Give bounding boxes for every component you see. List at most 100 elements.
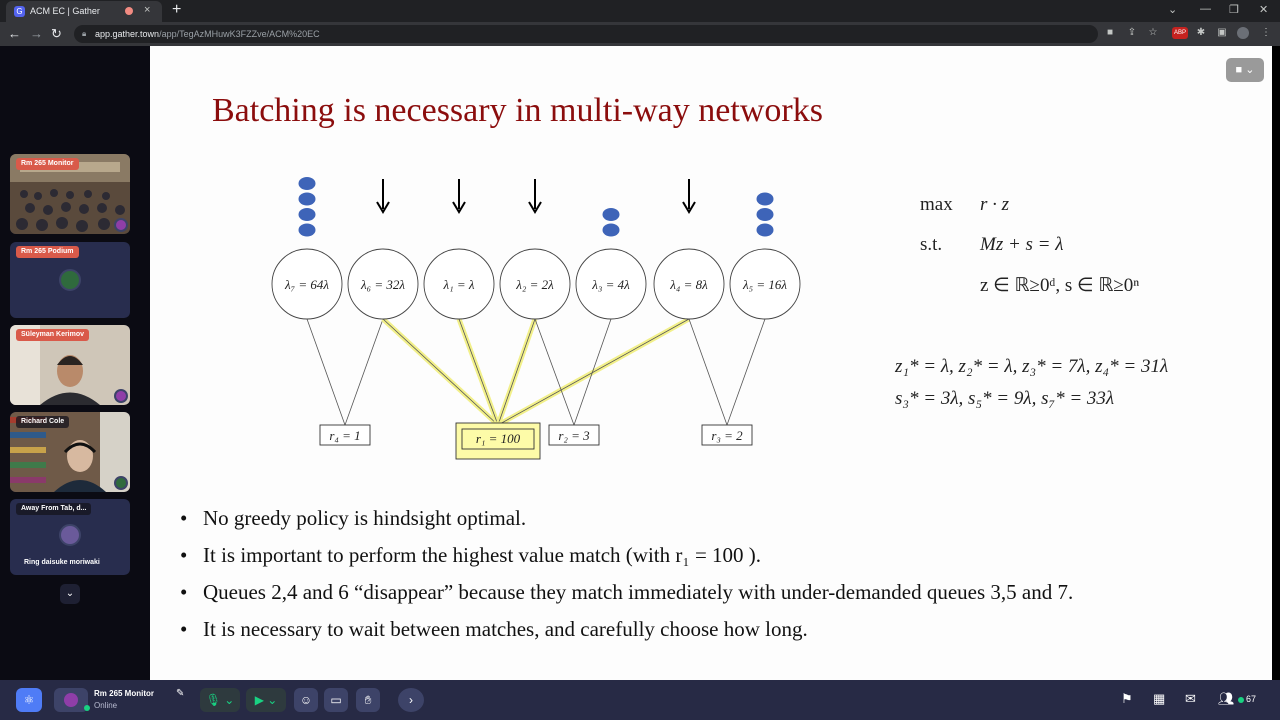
lp-objective: max r · z	[920, 194, 1009, 216]
forward-icon[interactable]: →	[30, 26, 43, 41]
chevron-right-icon[interactable]: ›	[398, 688, 424, 712]
raise-hand-icon[interactable]: ✋︎	[356, 688, 380, 712]
browser-toolbar: ← → ↻ 🔒︎ app.gather.town/app/TegAzMHuwK3…	[0, 22, 1280, 46]
participant-name-badge: Rm 265 Podium	[16, 246, 79, 258]
queue-match-edge	[726, 318, 766, 426]
online-status-dot	[1238, 697, 1244, 703]
match-label: r₄ = 1	[329, 428, 360, 443]
participant-tile-richard-cole[interactable]: Richard Cole	[10, 412, 130, 492]
lp-constraint-expr: Mz + s = λ	[980, 234, 1064, 255]
chevron-down-icon[interactable]: ⌄	[60, 584, 80, 604]
calendar-icon[interactable]: ▦	[1153, 691, 1166, 706]
match-label: r₂ = 3	[558, 428, 590, 443]
participant-count: 67	[1246, 694, 1257, 704]
participant-tile-rm265-monitor[interactable]: Rm 265 Monitor	[10, 154, 130, 234]
back-icon[interactable]: ←	[8, 26, 21, 41]
waiting-agent-dot	[298, 177, 316, 190]
calendar-board-icon[interactable]: ⚑	[1121, 691, 1133, 706]
waiting-agent-dot	[756, 208, 774, 221]
lp-domain: z ∈ ℝ≥0ᵈ, s ∈ ℝ≥0ⁿ	[980, 275, 1140, 296]
queue-node: λ₄ = 8λ	[653, 248, 725, 320]
close-tab-icon[interactable]: ×	[144, 4, 151, 16]
camera-toggle-icon[interactable]: ▶ ⌄	[246, 688, 286, 712]
waiting-agent-dot	[756, 223, 774, 237]
online-status-dot	[84, 705, 90, 711]
current-user-info[interactable]: Rm 265 Monitor Online ✎	[94, 686, 194, 714]
queue-match-edge	[688, 318, 728, 426]
current-user-name: Rm 265 Monitor	[94, 689, 155, 698]
bullet-item: It is necessary to wait between matches,…	[180, 617, 1240, 642]
queue-label: λ₂ = 2λ	[515, 277, 554, 292]
share-icon[interactable]: ⇪	[1127, 27, 1137, 38]
extensions-puzzle-icon[interactable]: ✱	[1196, 27, 1206, 38]
emoji-icon[interactable]: ☺	[294, 688, 318, 712]
avatar	[59, 269, 81, 291]
reload-icon[interactable]: ↻	[51, 26, 62, 41]
avatar	[59, 524, 81, 546]
video-toggle-icon[interactable]: ■ ⌄	[1226, 58, 1264, 82]
ring-participant-link[interactable]: Ring daisuke moriwaki	[24, 559, 100, 566]
tab-search-icon[interactable]: ⌄	[1168, 4, 1178, 16]
microphone-toggle-icon[interactable]: 🎙︎ ⌄	[200, 688, 240, 712]
bullet-item: No greedy policy is hindsight optimal.	[180, 506, 1240, 531]
participants-panel: Rm 265 Monitor Rm 265 Podium Süleyman Ke…	[0, 46, 150, 680]
avatar-icon	[114, 218, 128, 232]
participant-name-badge: Süleyman Kerimov	[16, 329, 90, 341]
queue-node: λ₇ = 64λ	[271, 248, 343, 320]
match-box: r₄ = 1	[319, 424, 371, 446]
bullet-item: It is important to perform the highest v…	[180, 543, 1240, 568]
browser-tab-bar: G ACM EC | Gather × + ⌄ — ❐ ✕	[0, 0, 1280, 22]
queue-match-edge	[534, 318, 575, 426]
bullet-list: No greedy policy is hindsight optimal. I…	[180, 506, 1240, 654]
match-box: r₃ = 2	[701, 424, 753, 446]
address-bar[interactable]: 🔒︎ app.gather.town/app/TegAzMHuwK3FZZve/…	[74, 25, 1098, 43]
participant-tile-rm265-podium[interactable]: Rm 265 Podium	[10, 242, 130, 318]
match-label: r₃ = 2	[711, 428, 743, 443]
queue-match-edge	[497, 318, 690, 426]
window-close-icon[interactable]: ✕	[1259, 4, 1269, 16]
slide-title: Batching is necessary in multi-way netwo…	[212, 92, 823, 129]
queue-node: λ₆ = 32λ	[347, 248, 419, 320]
lp-max-keyword: max	[920, 194, 953, 215]
participant-tile-away[interactable]: Away From Tab, d... Ring daisuke moriwak…	[10, 499, 130, 575]
waiting-agent-dot	[602, 223, 620, 237]
match-box: r₂ = 3	[548, 424, 600, 446]
queue-node: λ₅ = 16λ	[729, 248, 801, 320]
queue-label: λ₅ = 16λ	[742, 277, 787, 292]
queue-match-edge	[382, 318, 499, 426]
lp-objective-expr: r · z	[980, 194, 1010, 215]
participant-tile-suleyman-kerimov[interactable]: Süleyman Kerimov	[10, 325, 130, 405]
browser-menu-icon[interactable]: ⋮	[1261, 27, 1271, 38]
bookmark-star-icon[interactable]: ☆	[1148, 27, 1158, 38]
arrow-head	[452, 201, 466, 214]
camera-icon[interactable]: ■	[1106, 27, 1114, 38]
waiting-agent-dot	[756, 192, 774, 206]
user-avatar-button[interactable]	[54, 688, 88, 712]
queue-match-edge	[306, 318, 346, 426]
new-tab-button[interactable]: +	[172, 1, 182, 18]
queue-node: λ₁ = λ	[423, 248, 495, 320]
queue-label: λ₇ = 64λ	[284, 277, 329, 292]
queue-node: λ₂ = 2λ	[499, 248, 571, 320]
waiting-agent-dot	[298, 192, 316, 206]
gather-home-icon[interactable]: ⚛	[16, 688, 42, 712]
arrow-head	[528, 201, 542, 214]
participants-icon[interactable]: 👥︎	[1218, 691, 1235, 706]
waiting-agent-dot	[298, 208, 316, 221]
lp-st-keyword: s.t.	[920, 234, 943, 255]
side-panel-icon[interactable]: ▣	[1217, 27, 1227, 38]
url-path: /app/TegAzMHuwK3FZZve/ACM%20EC	[159, 29, 320, 39]
adblock-extension-icon[interactable]: ABP	[1172, 27, 1188, 39]
gather-icon: G	[14, 6, 25, 17]
bottom-control-bar: ⚛ Rm 265 Monitor Online ✎ 🎙︎ ⌄ ▶ ⌄ ☺ ▭ ✋…	[0, 680, 1280, 720]
queue-match-edge	[573, 318, 612, 426]
minimize-icon[interactable]: —	[1200, 3, 1211, 15]
browser-tab[interactable]: G ACM EC | Gather ×	[6, 1, 162, 22]
edit-pencil-icon[interactable]: ✎	[176, 688, 185, 699]
queue-label: λ₆ = 32λ	[360, 277, 405, 292]
restore-icon[interactable]: ❐	[1229, 4, 1239, 16]
screen-share-icon[interactable]: ▭	[324, 688, 348, 712]
profile-avatar[interactable]	[1237, 27, 1249, 39]
recording-icon	[125, 7, 133, 15]
chat-icon[interactable]: ✉	[1185, 691, 1196, 706]
